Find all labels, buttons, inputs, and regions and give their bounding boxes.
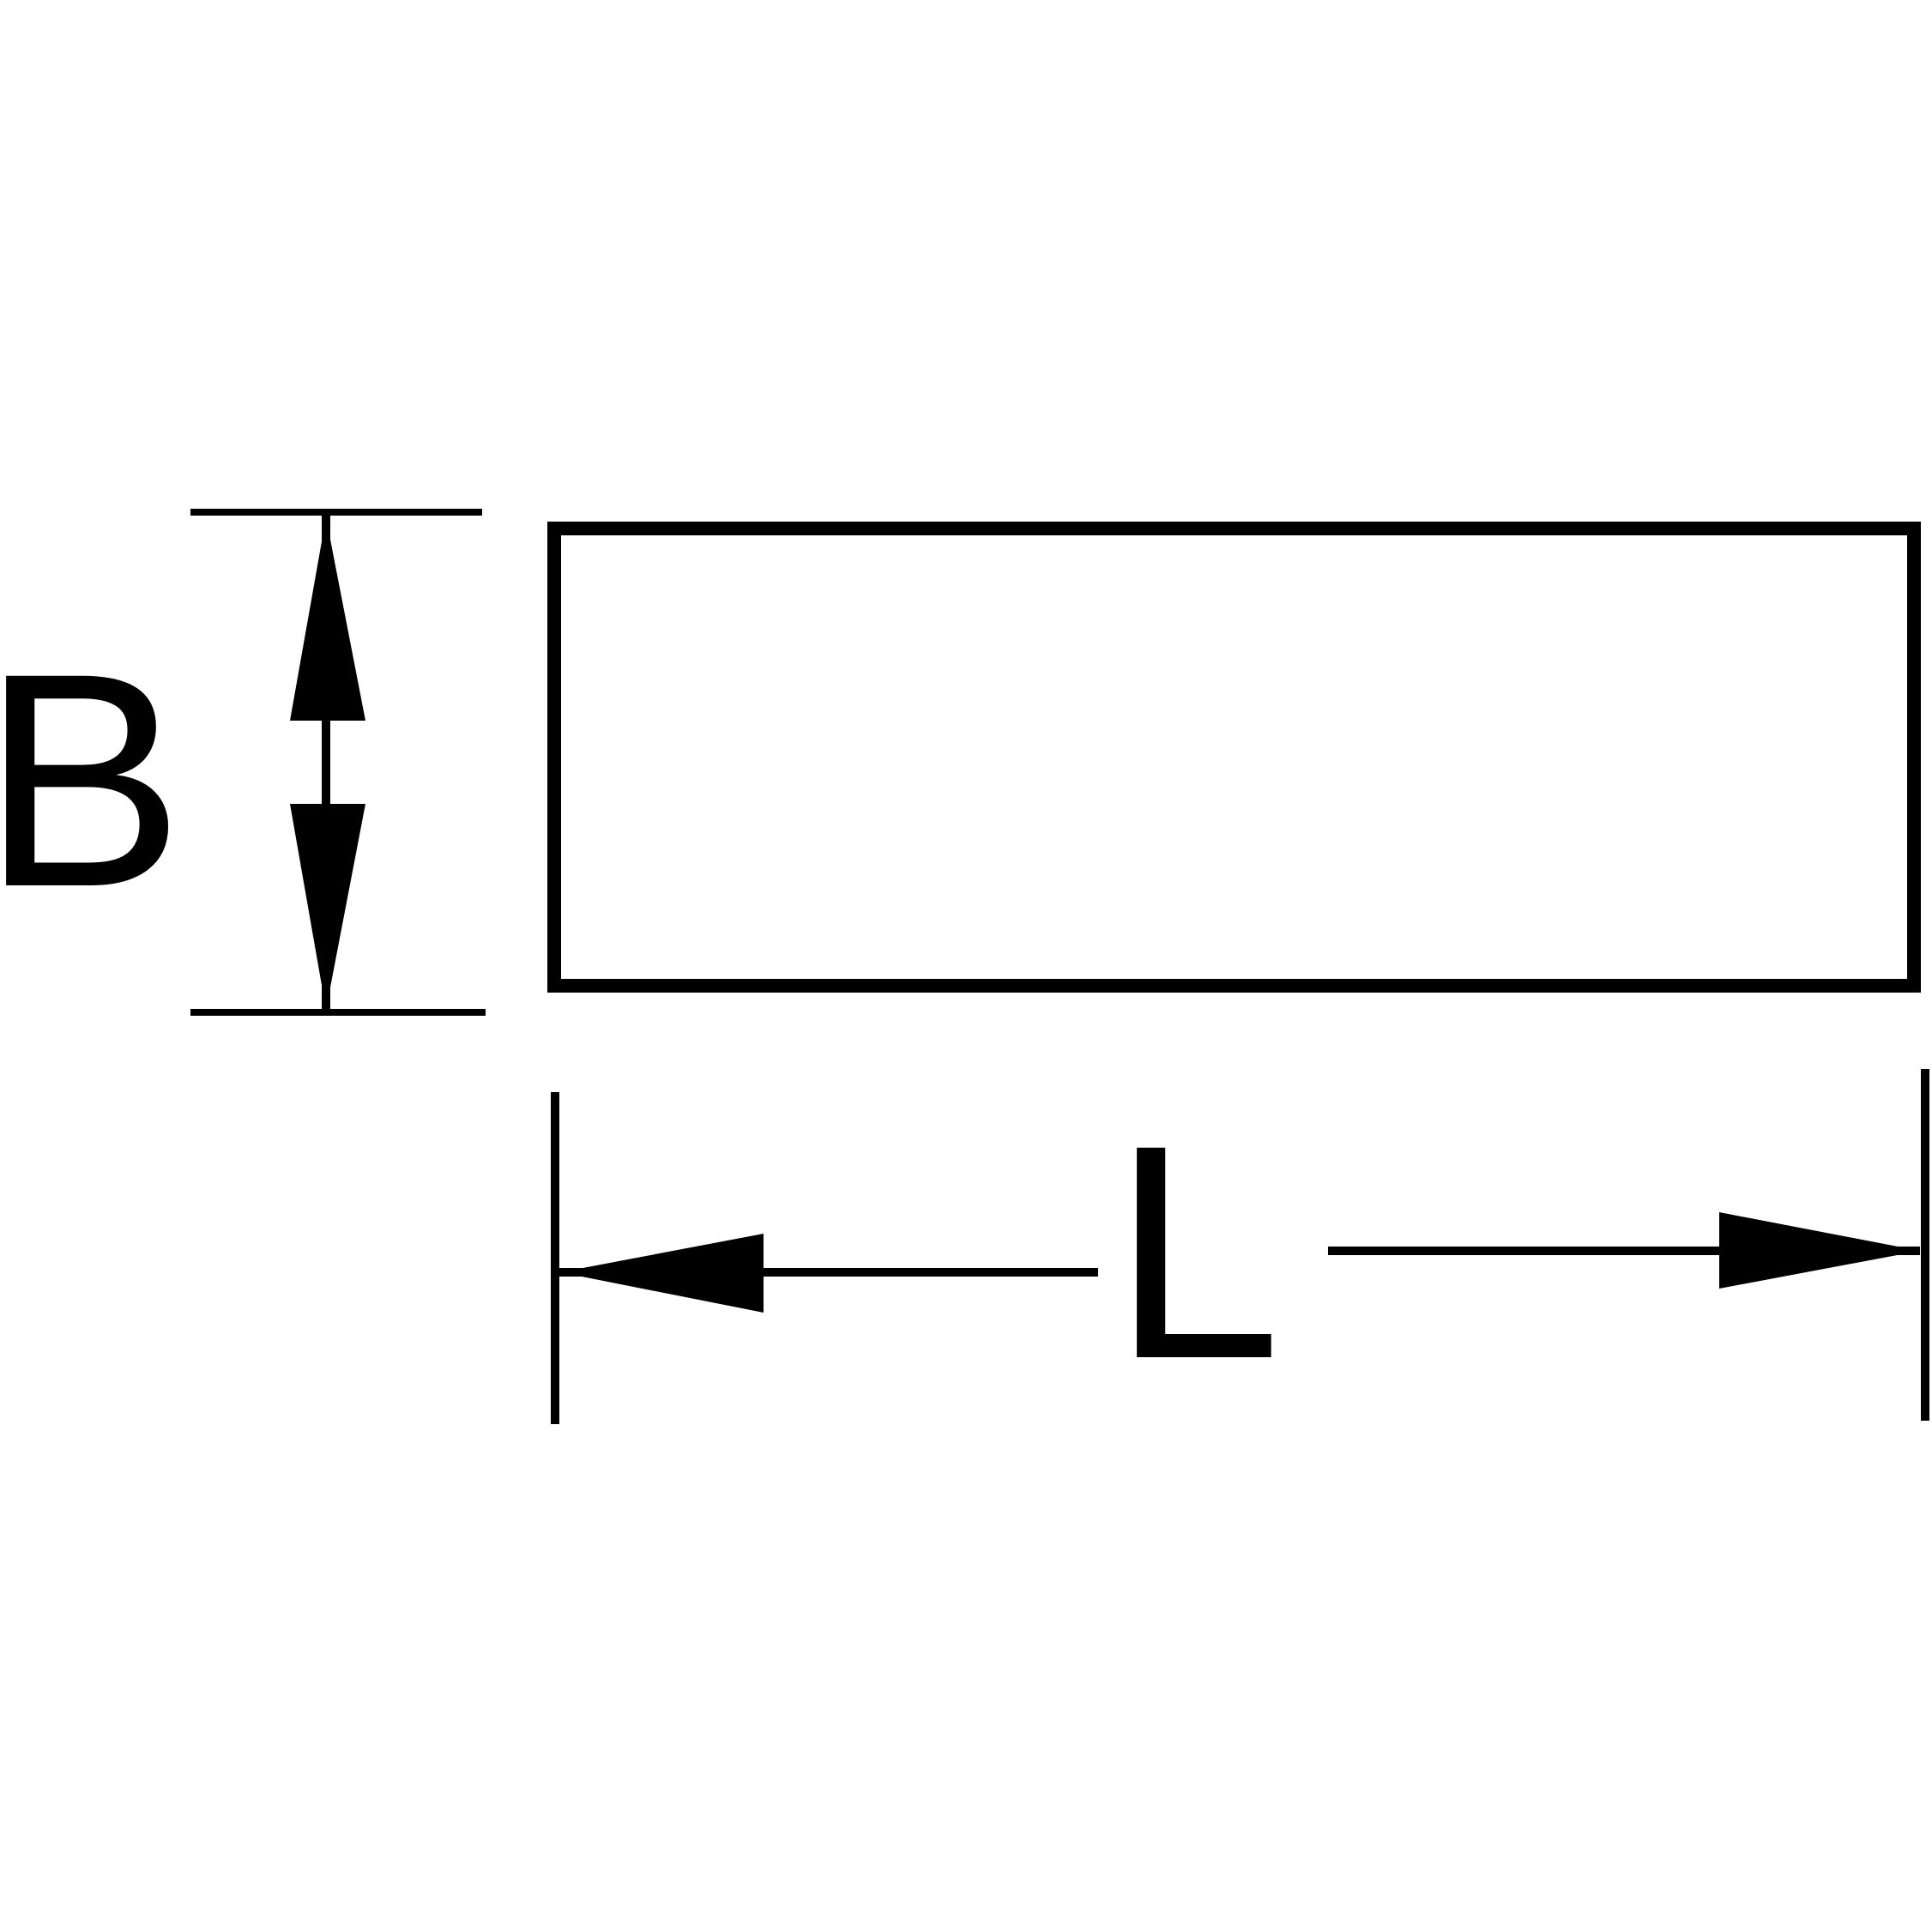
dimension-label-l: L bbox=[1112, 1083, 1281, 1422]
dimension-label-b: B bbox=[0, 611, 184, 951]
b-arrow-down-icon bbox=[290, 804, 365, 1010]
l-arrow-left-icon bbox=[560, 1234, 764, 1313]
part-outline bbox=[547, 522, 1921, 993]
b-arrow-up-icon bbox=[290, 517, 365, 721]
l-arrow-right-icon bbox=[1719, 1212, 1920, 1289]
